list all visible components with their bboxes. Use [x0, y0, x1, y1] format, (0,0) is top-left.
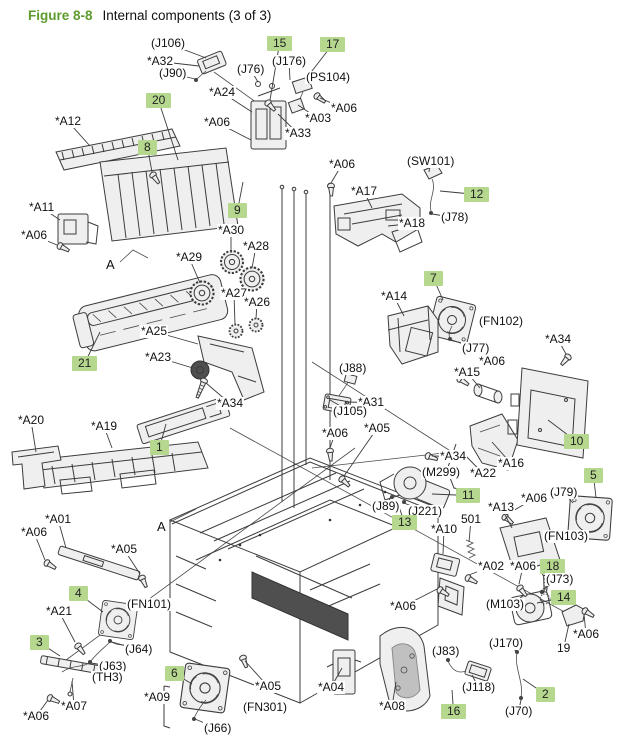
figure-title: Figure 8-8 Internal components (3 of 3)	[28, 8, 271, 23]
figure-caption: Internal components (3 of 3)	[102, 8, 272, 23]
figure-number: Figure 8-8	[28, 8, 93, 23]
